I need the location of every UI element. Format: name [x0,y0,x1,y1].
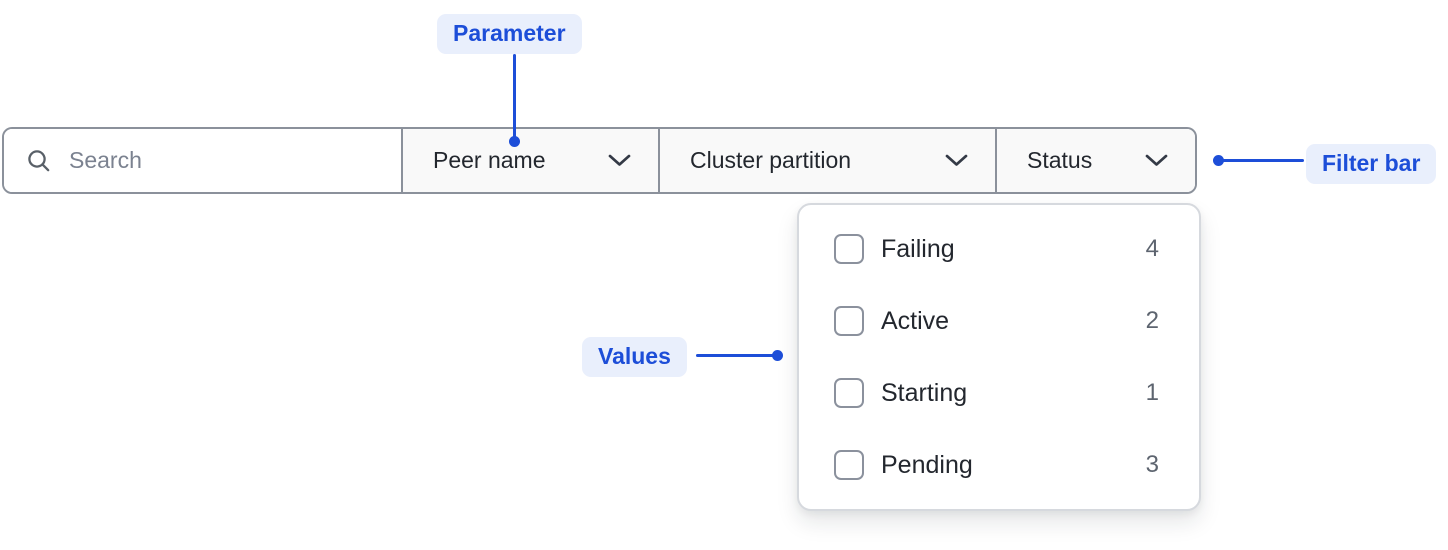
menu-item-label: Active [881,306,950,335]
annotation-filter-bar-line [1221,159,1304,162]
menu-item-starting[interactable]: Starting 1 [799,357,1199,429]
menu-item-count: 2 [1145,307,1159,334]
menu-item-label: Starting [881,378,968,407]
menu-item-label: Failing [881,234,955,263]
checkbox-failing[interactable] [834,234,864,264]
annotation-values-badge: Values [582,337,687,377]
checkbox-starting[interactable] [834,378,864,408]
annotation-parameter-dot [509,136,520,147]
dropdown-peer-name[interactable]: Peer name [401,129,658,192]
annotation-filter-bar-dot [1213,155,1224,166]
dropdown-status[interactable]: Status [995,129,1195,192]
annotation-parameter-badge: Parameter [437,14,582,54]
dropdown-peer-name-label: Peer name [433,147,546,173]
annotation-values-line [696,354,776,357]
menu-item-pending[interactable]: Pending 3 [799,429,1199,501]
annotation-values-dot [772,350,783,361]
dropdown-status-label: Status [1027,147,1093,173]
chevron-down-icon [945,154,968,167]
menu-item-active[interactable]: Active 2 [799,285,1199,357]
chevron-down-icon [1145,154,1168,167]
chevron-down-icon [608,154,631,167]
annotation-parameter-line [513,54,516,138]
filter-bar: Peer name Cluster partition Status [2,127,1197,194]
menu-item-count: 4 [1145,235,1159,262]
dropdown-cluster-partition[interactable]: Cluster partition [658,129,995,192]
dropdown-cluster-partition-label: Cluster partition [690,147,852,173]
annotation-filter-bar-badge: Filter bar [1306,144,1437,184]
status-values-menu: Failing 4 Active 2 Starting 1 Pending 3 [797,203,1201,511]
search-icon [26,148,52,174]
menu-item-failing[interactable]: Failing 4 [799,213,1199,285]
checkbox-active[interactable] [834,306,864,336]
search-field[interactable] [4,129,401,192]
search-input[interactable] [52,147,382,174]
menu-item-count: 1 [1145,379,1159,406]
menu-item-count: 3 [1145,451,1159,478]
checkbox-pending[interactable] [834,450,864,480]
menu-item-label: Pending [881,450,973,479]
